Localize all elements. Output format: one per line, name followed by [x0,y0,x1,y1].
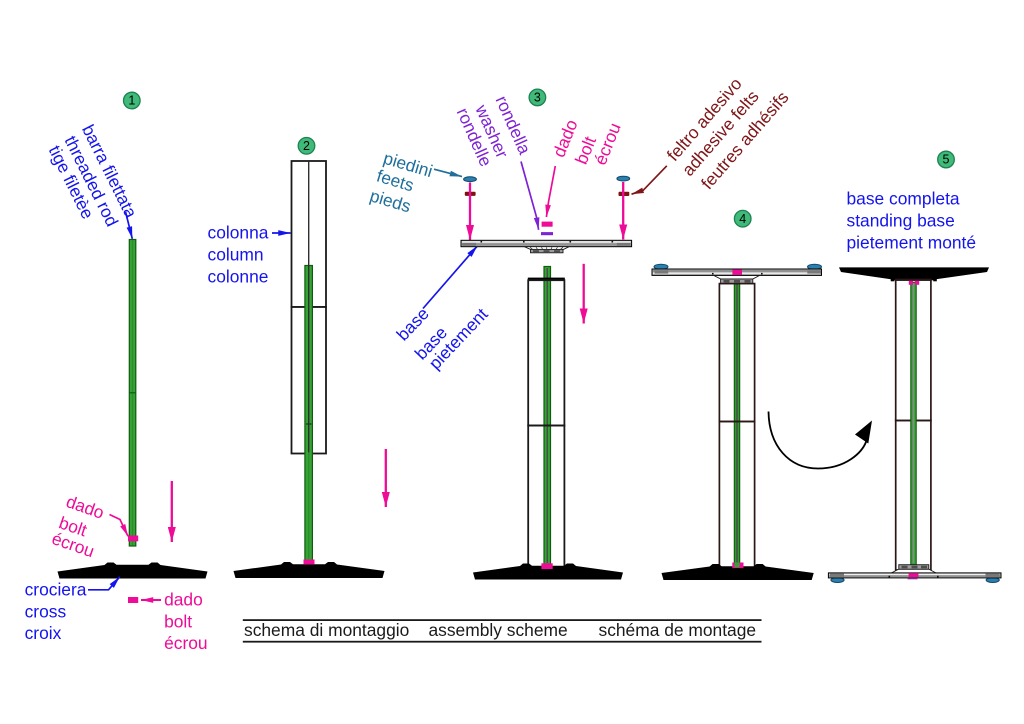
svg-text:croix: croix [25,623,62,643]
svg-text:bolt: bolt [164,611,192,631]
svg-text:colonne: colonne [208,266,269,286]
svg-text:schéma de montage: schéma de montage [599,620,757,640]
svg-text:pietement monté: pietement monté [847,233,977,253]
svg-text:écrou: écrou [49,528,97,561]
svg-text:assembly scheme: assembly scheme [429,620,568,640]
svg-text:4: 4 [739,212,746,226]
svg-text:cross: cross [25,601,67,621]
svg-text:column: column [208,244,264,264]
svg-text:écrou: écrou [164,633,208,653]
svg-text:standing base: standing base [847,211,955,231]
svg-text:5: 5 [943,153,950,167]
svg-text:schema di montaggio: schema di montaggio [244,620,409,640]
svg-text:dado: dado [164,590,203,610]
svg-text:2: 2 [303,139,310,153]
svg-text:3: 3 [534,91,541,105]
svg-text:base completa: base completa [847,189,960,209]
svg-text:colonna: colonna [208,222,269,242]
svg-text:crociera: crociera [25,580,87,600]
svg-text:1: 1 [128,94,135,108]
